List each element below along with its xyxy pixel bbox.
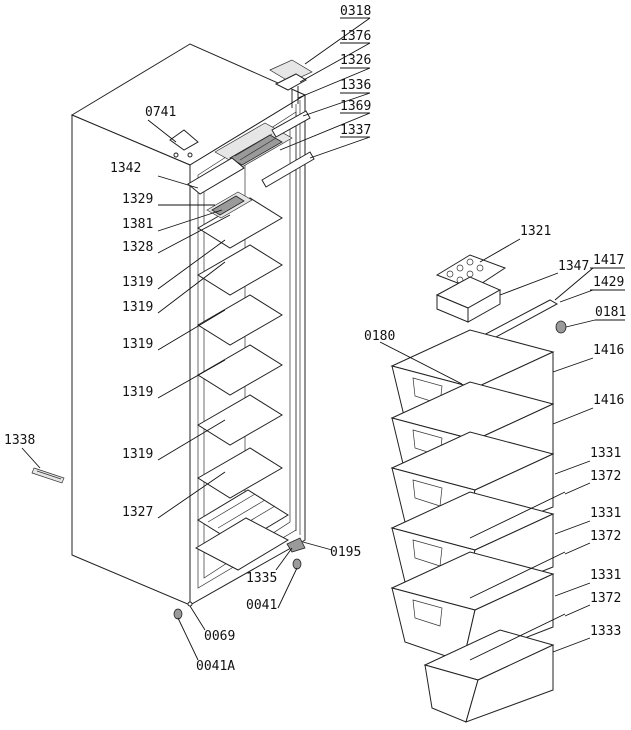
label-1337: 1337 [340,123,371,138]
label-1416-a: 1416 [593,343,624,358]
top-cover-0741 [169,129,199,151]
glass-shelves [197,197,283,499]
handle-1338 [31,467,65,484]
label-1321: 1321 [520,224,551,239]
label-1326: 1326 [340,53,371,68]
clip-0181 [555,320,567,334]
label-1369: 1369 [340,99,371,114]
label-1342: 1342 [110,161,141,176]
label-1376: 1376 [340,29,371,44]
label-1319-a: 1319 [122,275,153,290]
label-1372-a: 1372 [590,469,621,484]
label-1416-b: 1416 [593,393,624,408]
label-1328: 1328 [122,240,153,255]
label-1329: 1329 [122,192,153,207]
label-1331-c: 1331 [590,568,621,583]
label-1331-b: 1331 [590,506,621,521]
label-1319-e: 1319 [122,447,153,462]
leader-lines [21,17,625,661]
label-1319-b: 1319 [122,300,153,315]
label-0741: 0741 [145,105,176,120]
label-1372-c: 1372 [590,591,621,606]
label-1347: 1347 [558,259,589,274]
label-0180: 0180 [364,329,395,344]
label-0195: 0195 [330,545,361,560]
drawers [390,329,566,723]
part-labels: 0318 1376 1326 1336 0741 1369 1337 1342 … [4,4,626,674]
drawer-bottom-1333 [423,629,555,723]
label-0041A: 0041A [196,659,235,674]
label-1381: 1381 [122,217,153,232]
label-1331-a: 1331 [590,446,621,461]
label-0041: 0041 [246,598,277,613]
label-0318: 0318 [340,4,371,19]
label-1336: 1336 [340,78,371,93]
label-1319-c: 1319 [122,337,153,352]
label-1429: 1429 [593,275,624,290]
label-1372-b: 1372 [590,529,621,544]
label-1417: 1417 [593,253,624,268]
label-1319-d: 1319 [122,385,153,400]
bottom-wire-rack [194,489,290,571]
freezer-cabinet [70,43,307,620]
label-0181: 0181 [595,305,626,320]
label-1335: 1335 [246,571,277,586]
label-1338: 1338 [4,433,35,448]
ice-box-1347 [435,276,502,323]
label-1333: 1333 [590,624,621,639]
top-components [261,59,315,188]
label-1327: 1327 [122,505,153,520]
drawer-5 [390,551,555,663]
label-0069: 0069 [204,629,235,644]
